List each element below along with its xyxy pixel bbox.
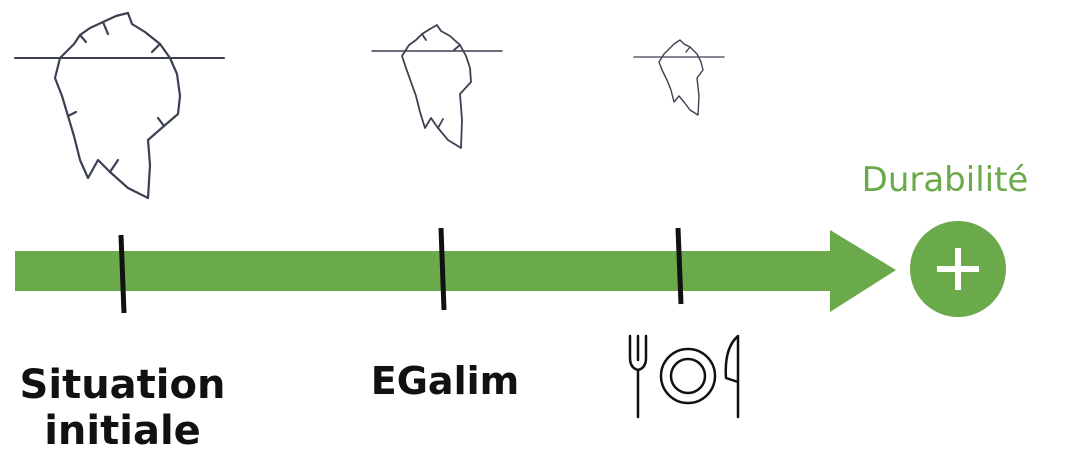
tick-plate [675,227,684,305]
timeline-arrow-shaft [15,251,833,291]
tick-situation-initiale [118,234,127,314]
iceberg-icon [633,39,725,116]
tick-egalim [438,227,447,311]
milestone-label-situation-initiale: Situation initiale [19,362,226,454]
milestone-label-egalim: EGalim [370,359,520,403]
goal-label-durabilite: Durabilité [861,160,1029,200]
plus-icon [910,221,1006,317]
plate-fork-knife-icon [628,334,740,419]
timeline-arrowhead [830,230,896,312]
iceberg-icon [371,24,503,149]
iceberg-icon [14,11,225,200]
